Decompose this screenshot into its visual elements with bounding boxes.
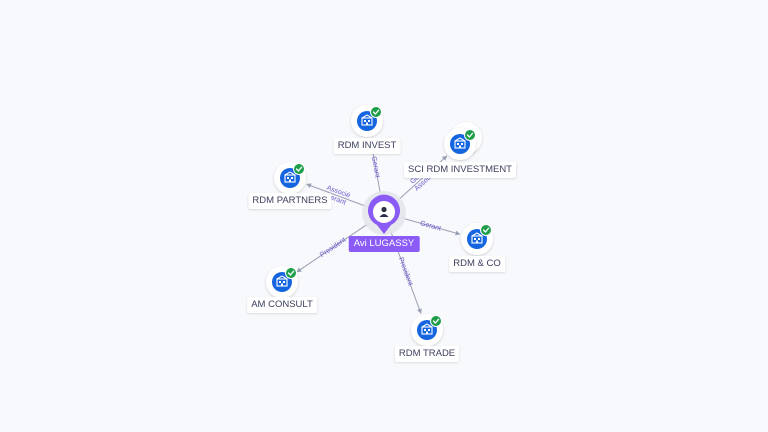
- edge-label: Gerant: [370, 156, 381, 178]
- edge-line: [296, 222, 370, 273]
- check-icon: [480, 224, 492, 236]
- check-icon: [293, 163, 305, 175]
- company-node-sci-rdm-investment[interactable]: [444, 122, 482, 160]
- company-label[interactable]: RDM INVEST: [333, 138, 401, 154]
- edge-label: Gerant: [419, 220, 442, 233]
- building-icon: [361, 114, 373, 126]
- person-label[interactable]: Avi LUGASSY: [348, 236, 420, 252]
- person-icon: [379, 206, 389, 217]
- company-node-rdm-partners[interactable]: [274, 162, 306, 194]
- building-icon: [471, 232, 483, 244]
- company-label[interactable]: SCI RDM INVESTMENT: [404, 162, 516, 178]
- building-icon: [454, 137, 466, 149]
- company-node-rdm-invest[interactable]: [351, 105, 383, 137]
- check-icon: [285, 267, 297, 279]
- building-icon: [276, 275, 288, 287]
- company-label[interactable]: RDM PARTNERS: [248, 193, 332, 209]
- company-node-am-consult[interactable]: [266, 266, 298, 298]
- company-node-rdm-and-co[interactable]: [461, 223, 493, 255]
- company-label[interactable]: AM CONSULT: [247, 297, 317, 313]
- edge-line: [306, 183, 368, 208]
- edge-label: President: [397, 257, 414, 287]
- building-icon: [421, 323, 433, 335]
- edge-rdm-and-co: Gerant: [401, 217, 461, 236]
- check-icon: [430, 315, 442, 327]
- edge-line: [401, 217, 461, 236]
- edge-label: President: [319, 237, 347, 259]
- building-icon: [284, 171, 296, 183]
- company-label[interactable]: RDM & CO: [449, 256, 505, 272]
- check-icon: [464, 129, 476, 141]
- node-core: [450, 134, 470, 154]
- person-node[interactable]: [362, 191, 406, 235]
- company-node-rdm-trade[interactable]: [411, 314, 443, 346]
- check-icon: [370, 106, 382, 118]
- company-label[interactable]: RDM TRADE: [394, 346, 460, 362]
